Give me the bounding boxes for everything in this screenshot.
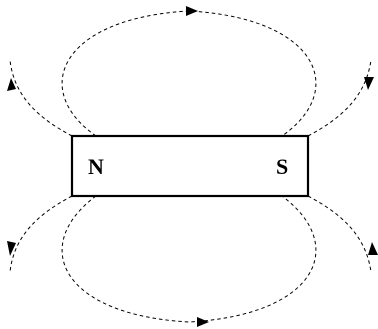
arrowhead-bottom-right-outer: [368, 242, 378, 255]
arrowhead-top-left-outer: [7, 78, 16, 91]
arrowhead-top-right-outer: [364, 77, 374, 90]
field-line-bottom-right-outer: [307, 195, 372, 273]
field-line-top-right-outer: [307, 59, 372, 137]
field-line-bottom-loop: [61, 195, 317, 323]
field-line-top-loop: [61, 10, 317, 137]
arrowhead-bottom-left-outer: [7, 241, 16, 256]
south-pole-label: S: [276, 154, 288, 179]
arrowhead-bottom-loop: [197, 317, 209, 327]
north-pole-label: N: [88, 154, 104, 179]
field-line-bottom-left-outer: [9, 195, 73, 273]
bar-magnet: [70, 134, 310, 198]
field-line-top-left-outer: [9, 59, 73, 137]
arrowhead-top-loop: [186, 6, 198, 16]
